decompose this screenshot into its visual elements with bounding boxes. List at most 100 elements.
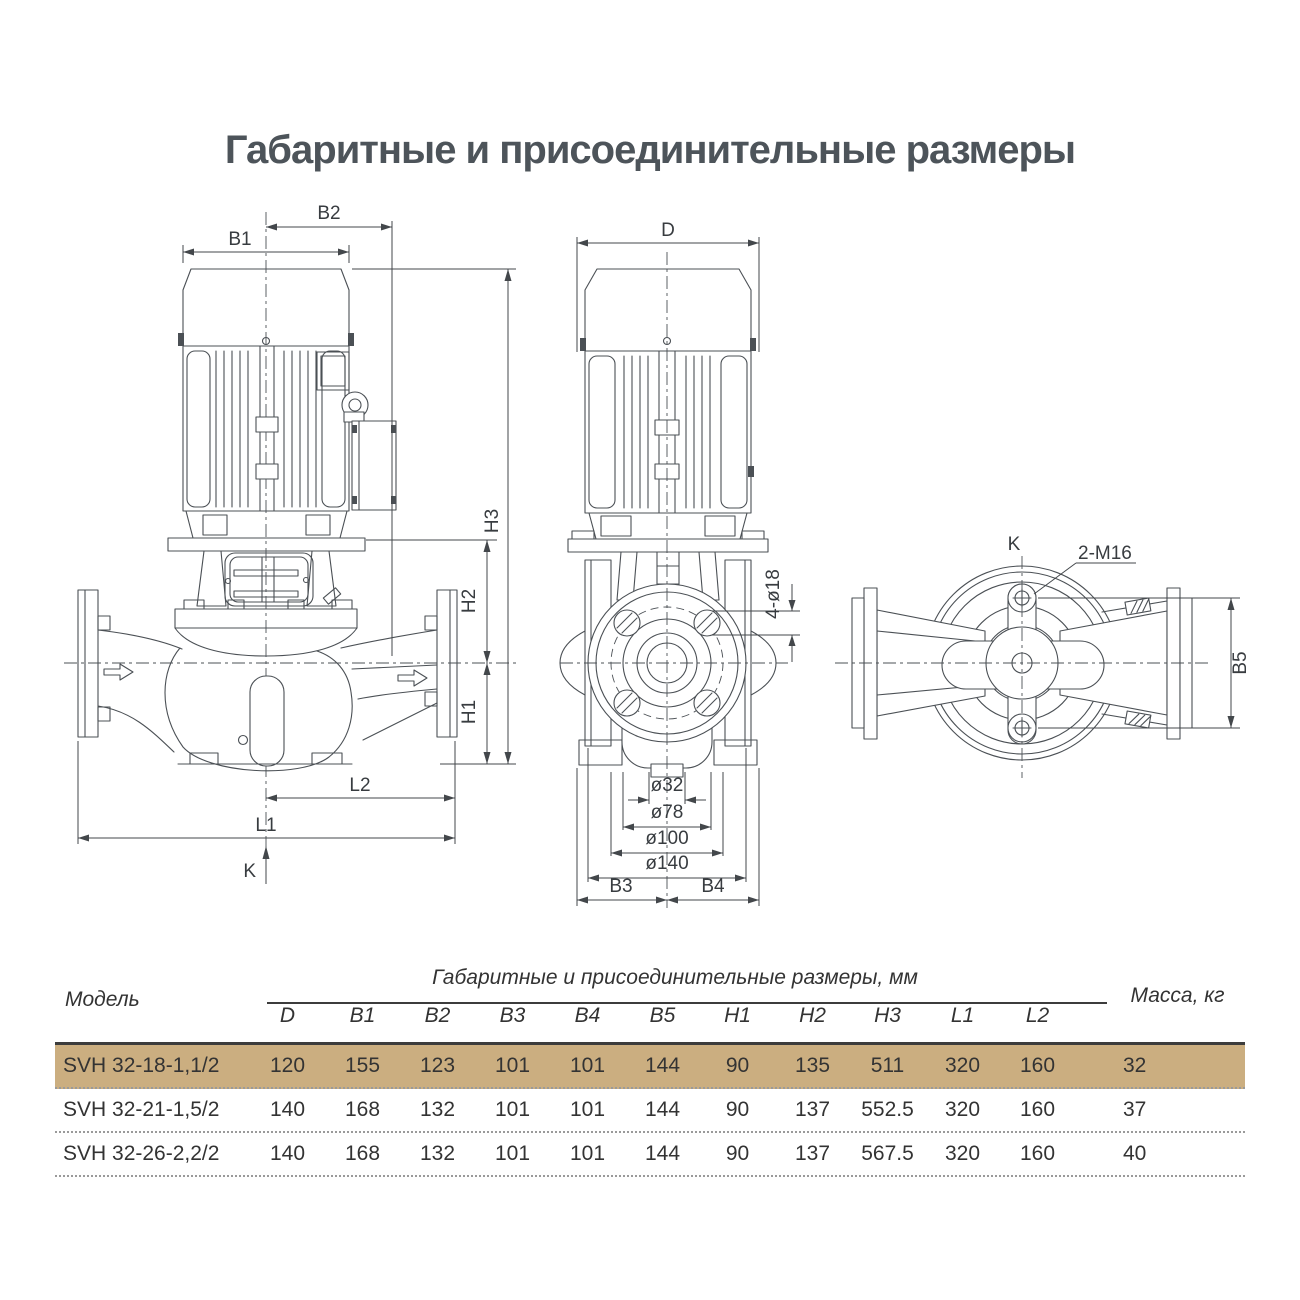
cell: 144 xyxy=(644,1098,681,1121)
cell: 101 xyxy=(569,1054,606,1077)
front-view-dimensions: D 4-ø18 ø32 ø78 xyxy=(576,220,800,906)
cell: 144 xyxy=(644,1054,681,1077)
suction-flange xyxy=(77,589,111,738)
cell: 90 xyxy=(725,1054,750,1077)
side-view-dimensions: B1 B2 H3 H2 H1 xyxy=(77,203,516,884)
dim-b2: B2 xyxy=(317,203,340,224)
dimensions-group-header: Габаритные и присоединительные размеры, … xyxy=(432,966,918,989)
cell: 155 xyxy=(344,1054,381,1077)
cell: 320 xyxy=(944,1054,981,1077)
dim-h1: H1 xyxy=(459,700,480,724)
mass-cell: 37 xyxy=(1123,1098,1147,1121)
col-b1: B1 xyxy=(349,1004,376,1027)
col-h1: H1 xyxy=(724,1004,751,1027)
col-d: D xyxy=(279,1004,296,1027)
cell: 320 xyxy=(944,1142,981,1165)
motor-fins-front xyxy=(623,355,711,509)
mass-cell: 40 xyxy=(1123,1142,1147,1165)
dim-2m16: 2-M16 xyxy=(1078,543,1132,564)
cell: 137 xyxy=(794,1098,831,1121)
front-view: D 4-ø18 ø32 ø78 xyxy=(559,220,800,908)
flange-bolt-holes xyxy=(613,609,721,717)
flow-arrow-out xyxy=(397,669,428,687)
cell: 135 xyxy=(794,1054,831,1077)
col-b3: B3 xyxy=(499,1004,526,1027)
dim-b1: B1 xyxy=(228,229,251,250)
cell: 144 xyxy=(644,1142,681,1165)
cell: 160 xyxy=(1019,1142,1056,1165)
table-row: SVH 32-18-1,1/2 120 155 123 101 101 144 … xyxy=(55,1045,1245,1089)
dim-h2: H2 xyxy=(459,589,480,613)
dim-bolt-holes: 4-ø18 xyxy=(763,569,784,619)
cell: 101 xyxy=(569,1142,606,1165)
vent-plug xyxy=(322,587,342,605)
flow-arrow-in xyxy=(103,663,134,681)
col-l2: L2 xyxy=(1025,1004,1050,1027)
cell: 132 xyxy=(419,1142,456,1165)
cell: 140 xyxy=(269,1098,306,1121)
cell: 90 xyxy=(725,1098,750,1121)
dim-k-top: K xyxy=(1008,534,1021,555)
mass-cell: 32 xyxy=(1123,1054,1147,1077)
table-row: SVH 32-21-1,5/2 140 168 132 101 101 144 … xyxy=(55,1089,1245,1133)
model-column-header: Модель xyxy=(65,988,140,1011)
side-view: B1 B2 H3 H2 H1 xyxy=(64,203,516,884)
cell: 137 xyxy=(794,1142,831,1165)
model-cell: SVH 32-18-1,1/2 xyxy=(63,1054,220,1077)
pump-casing-side xyxy=(77,589,458,772)
pump-lantern-side xyxy=(167,537,366,607)
dim-b4: B4 xyxy=(701,876,725,897)
dim-d: D xyxy=(661,220,675,241)
table-header: Модель Габаритные и присоединительные ра… xyxy=(55,958,1245,1045)
dimensional-drawing: B1 B2 H3 H2 H1 xyxy=(64,203,1251,908)
dim-d140: ø140 xyxy=(645,853,688,874)
column-letters-row: D B1 B2 B3 B4 B5 H1 H2 H3 L1 L2 xyxy=(55,1004,1245,1028)
motor-fins xyxy=(215,350,317,508)
col-b5: B5 xyxy=(649,1004,676,1027)
discharge-flange xyxy=(424,589,458,738)
top-view: K 2-M16 B5 xyxy=(835,534,1251,778)
cell: 90 xyxy=(725,1142,750,1165)
dim-d100: ø100 xyxy=(645,828,688,849)
cell: 511 xyxy=(870,1054,905,1077)
cell: 320 xyxy=(944,1098,981,1121)
table-row: SVH 32-26-2,2/2 140 168 132 101 101 144 … xyxy=(55,1133,1245,1177)
cell: 160 xyxy=(1019,1054,1056,1077)
cell: 120 xyxy=(269,1054,306,1077)
dim-l2: L2 xyxy=(349,775,370,796)
motor-side xyxy=(178,268,397,539)
col-b4: B4 xyxy=(574,1004,601,1027)
col-l1: L1 xyxy=(950,1004,975,1027)
cell: 101 xyxy=(494,1054,531,1077)
pump-lantern-front xyxy=(559,530,777,766)
cell: 567.5 xyxy=(861,1142,914,1165)
col-b2: B2 xyxy=(424,1004,451,1027)
cell: 168 xyxy=(344,1142,381,1165)
cell: 101 xyxy=(494,1098,531,1121)
cell: 552.5 xyxy=(861,1098,914,1121)
cell: 140 xyxy=(269,1142,306,1165)
cell: 132 xyxy=(419,1098,456,1121)
model-cell: SVH 32-26-2,2/2 xyxy=(63,1142,220,1165)
group-header-underline xyxy=(267,1002,1107,1004)
dim-b5: B5 xyxy=(1230,651,1251,674)
top-discharge-pipe xyxy=(1059,587,1193,740)
dim-l1: L1 xyxy=(255,815,276,836)
dim-b3: B3 xyxy=(609,876,632,897)
cell: 123 xyxy=(419,1054,456,1077)
dim-k-side: K xyxy=(243,861,256,882)
dim-d78: ø78 xyxy=(651,802,684,823)
dim-h3: H3 xyxy=(482,509,503,533)
lifting-eyebolt xyxy=(341,391,369,423)
cell: 101 xyxy=(494,1142,531,1165)
cell: 160 xyxy=(1019,1098,1056,1121)
model-cell: SVH 32-21-1,5/2 xyxy=(63,1098,220,1121)
top-view-dimensions: K 2-M16 B5 xyxy=(1008,534,1251,729)
col-h3: H3 xyxy=(874,1004,901,1027)
terminal-box xyxy=(351,420,397,511)
dim-d32: ø32 xyxy=(651,775,684,796)
dimensions-table: Модель Габаритные и присоединительные ра… xyxy=(55,958,1245,1177)
mass-column-header: Масса, кг xyxy=(1130,984,1225,1007)
cell: 101 xyxy=(569,1098,606,1121)
